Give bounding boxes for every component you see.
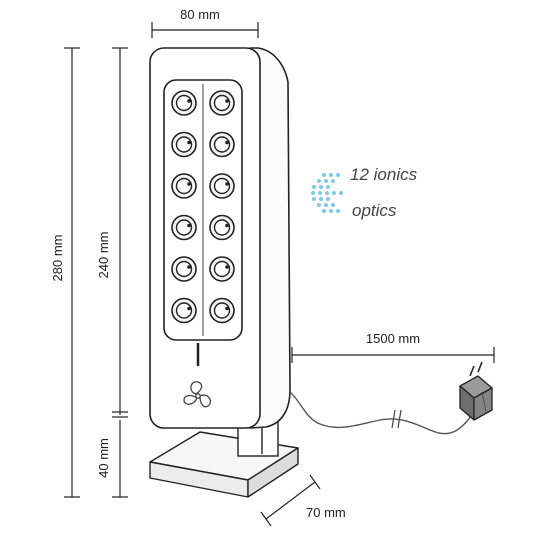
power-cable <box>289 391 476 435</box>
ionic-optic-icon <box>171 90 197 116</box>
airflow-dot <box>311 191 315 195</box>
airflow-dot <box>317 203 321 207</box>
dimension-total-height <box>64 47 80 498</box>
dimension-depth-label: 70 mm <box>306 505 346 520</box>
airflow-dot <box>312 197 316 201</box>
dimension-total-height-label: 280 mm <box>50 235 65 282</box>
ionic-optic-icon <box>171 131 197 158</box>
ionic-optic-icon <box>209 173 235 199</box>
annotation-line-1: 12 ionics <box>350 165 418 184</box>
airflow-dot <box>336 209 340 213</box>
airflow-arrow-icon <box>311 173 343 213</box>
airflow-dot <box>332 191 336 195</box>
ionic-optic-icon <box>209 90 235 116</box>
annotation-line-2: optics <box>352 201 397 220</box>
dimension-body-height-label: 240 mm <box>96 232 111 279</box>
airflow-dot <box>322 173 326 177</box>
airflow-dot <box>319 197 323 201</box>
ionic-optic-icon <box>171 297 197 324</box>
airflow-dot <box>331 179 335 183</box>
ionic-optic-icon <box>209 131 235 158</box>
airflow-dot <box>324 179 328 183</box>
airflow-dot <box>324 203 328 207</box>
dimension-base-height-label: 40 mm <box>96 438 111 478</box>
airflow-dot <box>326 185 330 189</box>
cable-break-icon <box>391 409 402 429</box>
airflow-dot <box>326 197 330 201</box>
ionic-optic-icon <box>171 214 197 241</box>
airflow-dot <box>319 185 323 189</box>
airflow-dot <box>336 173 340 177</box>
airflow-dot <box>317 179 321 183</box>
airflow-dot <box>322 209 326 213</box>
power-adapter-icon <box>459 361 493 421</box>
ionic-optic-icon <box>209 256 235 282</box>
airflow-dot <box>339 191 343 195</box>
ionic-optic-icon <box>209 214 235 241</box>
dimension-depth <box>260 474 321 527</box>
airflow-dot <box>331 203 335 207</box>
dimension-cable-label: 1500 mm <box>366 331 420 346</box>
ionic-optic-icon <box>171 256 197 282</box>
dimension-body-height <box>112 47 128 498</box>
dimension-cable <box>291 347 495 363</box>
ionic-optic-icon <box>209 297 235 324</box>
dimension-width-label: 80 mm <box>180 7 220 22</box>
ionic-optic-icon <box>171 173 197 199</box>
airflow-dot <box>312 185 316 189</box>
airflow-dot <box>318 191 322 195</box>
airflow-dot <box>329 209 333 213</box>
fan-logo-icon <box>183 381 212 408</box>
airflow-dot <box>325 191 329 195</box>
dimension-width <box>151 22 259 38</box>
ionic-optics-grid <box>171 90 235 324</box>
airflow-dot <box>329 173 333 177</box>
